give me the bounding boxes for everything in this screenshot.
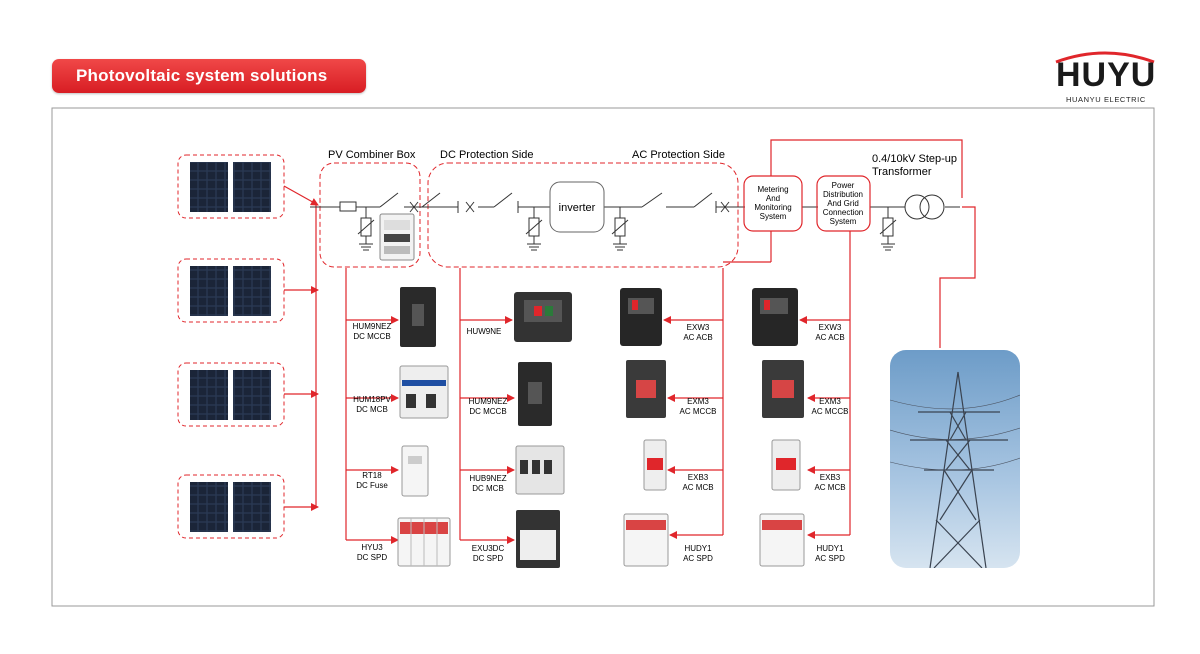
- metering-box: [743, 175, 803, 232]
- solar-panel-3: [177, 362, 285, 427]
- metering-line-2: And: [766, 194, 780, 203]
- logo-arc-icon: [1055, 51, 1155, 64]
- metering-text: Metering And Monitoring System: [754, 185, 791, 221]
- label-col3-1a: EXW3: [687, 323, 710, 332]
- ground-symbols: [357, 207, 897, 251]
- combiner-box-frame: [319, 162, 421, 268]
- metering-line-1: Metering: [757, 185, 788, 194]
- label-col1-1a: HUM9NEZ: [353, 322, 392, 331]
- label-col1-3b: DC Fuse: [356, 481, 388, 490]
- product-exb3-2: [771, 439, 801, 491]
- combiner-label: PV Combiner Box: [328, 149, 416, 161]
- distribution-line-3: And Grid: [827, 199, 859, 208]
- red-routing: [345, 139, 976, 544]
- distribution-line-5: System: [830, 217, 857, 226]
- label-col2-3b: DC MCB: [472, 484, 504, 493]
- product-exw3-1: [620, 288, 662, 346]
- solar-panel-group: [177, 154, 285, 539]
- transformer-label-1: 0.4/10kV Step-up: [872, 153, 957, 165]
- product-exb3-1: [643, 439, 667, 491]
- label-col4-2a: EXM3: [819, 397, 841, 406]
- distribution-box: [816, 175, 871, 232]
- label-col4-3a: EXB3: [820, 473, 841, 482]
- label-col1-4b: DC SPD: [357, 553, 387, 562]
- product-hum9nez-dc-mccb-1: [400, 287, 436, 347]
- label-col2-4a: EXU3DC: [472, 544, 505, 553]
- label-col2-4b: DC SPD: [473, 554, 503, 563]
- product-hum18pv: [399, 365, 449, 419]
- label-col3-4a: HUDY1: [684, 544, 712, 553]
- metering-line-4: System: [760, 212, 787, 221]
- inverter-label: inverter: [559, 202, 596, 214]
- solar-panel-2: [177, 258, 285, 323]
- label-col4-2b: AC MCCB: [812, 407, 849, 416]
- label-col1-2b: DC MCB: [356, 405, 388, 414]
- label-col4-1a: EXW3: [819, 323, 842, 332]
- ac-side-label: AC Protection Side: [632, 149, 725, 161]
- label-col3-3b: AC MCB: [682, 483, 713, 492]
- logo-word: HUYU: [1056, 56, 1157, 94]
- label-col1-2a: HUM18PV: [353, 395, 391, 404]
- solar-panel-4: [177, 474, 285, 539]
- product-exm3-2: [762, 360, 804, 418]
- main-bus: [310, 192, 960, 213]
- product-hub9nez: [515, 445, 565, 495]
- diagram-frame: [51, 107, 1155, 607]
- label-col1-4a: HYU3: [361, 543, 383, 552]
- page-title: Photovoltaic system solutions: [52, 59, 366, 93]
- label-col3-4b: AC SPD: [683, 554, 713, 563]
- label-col2-3a: HUB9NEZ: [469, 474, 506, 483]
- distribution-line-1: Power: [832, 181, 855, 190]
- label-col4-4b: AC SPD: [815, 554, 845, 563]
- product-huw9ne: [514, 292, 572, 342]
- label-col3-1b: AC ACB: [683, 333, 712, 342]
- label-col2-1a: HUW9NE: [467, 327, 502, 336]
- label-col4-3b: AC MCB: [814, 483, 845, 492]
- solar-panel-1: [177, 154, 285, 219]
- dc-side-label: DC Protection Side: [440, 149, 534, 161]
- product-hudy1-2: [759, 513, 805, 567]
- product-rt18: [401, 445, 429, 497]
- panel-connectors: [283, 185, 319, 511]
- label-col2-2a: HUM9NEZ: [469, 397, 508, 406]
- label-col2-2b: DC MCCB: [469, 407, 506, 416]
- label-col3-3a: EXB3: [688, 473, 709, 482]
- product-hum9nez-dc-mccb-2: [518, 362, 552, 426]
- transformer-label-2: Transformer: [872, 166, 932, 178]
- distribution-text: Power Distribution And Grid Connection S…: [823, 181, 863, 226]
- product-exw3-2: [752, 288, 798, 346]
- protection-side-frame: [427, 162, 739, 268]
- metering-line-3: Monitoring: [754, 203, 791, 212]
- transmission-tower-image: [890, 350, 1020, 568]
- label-col1-1b: DC MCCB: [353, 332, 390, 341]
- combiner-device: [379, 213, 415, 261]
- product-labels: HUM9NEZ DC MCCB HUM18PV DC MCB RT18 DC F…: [353, 322, 849, 563]
- label-col3-2b: AC MCCB: [680, 407, 717, 416]
- product-images: [397, 287, 805, 568]
- label-col3-2a: EXM3: [687, 397, 709, 406]
- distribution-line-4: Connection: [823, 208, 863, 217]
- label-col4-1b: AC ACB: [815, 333, 844, 342]
- distribution-line-2: Distribution: [823, 190, 863, 199]
- product-hudy1-1: [623, 513, 669, 567]
- label-col1-3a: RT18: [362, 471, 382, 480]
- inverter-box: [549, 181, 605, 233]
- product-exm3-1: [626, 360, 666, 418]
- label-col4-4a: HUDY1: [816, 544, 844, 553]
- product-exu3dc: [516, 510, 560, 568]
- product-hyu3: [397, 517, 451, 567]
- transformer-icon: [904, 194, 945, 220]
- brand-logo: HUYU HUANYU ELECTRIC: [1050, 50, 1160, 110]
- logo-subtitle: HUANYU ELECTRIC: [1066, 95, 1146, 104]
